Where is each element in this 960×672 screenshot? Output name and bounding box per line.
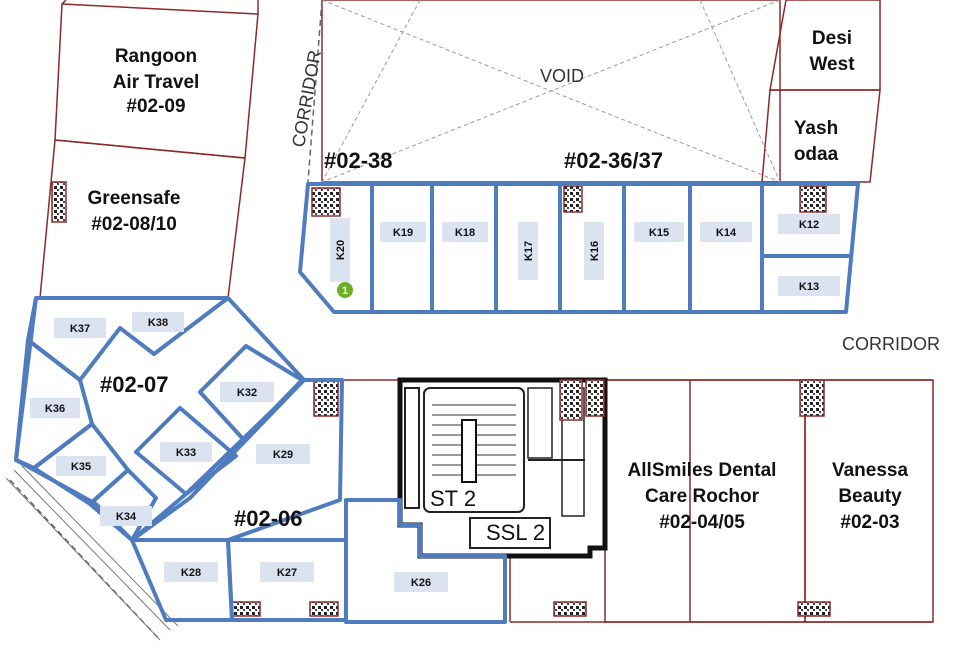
kiosk-labels: K19 K18 K15 K14 K12 K13 K20 K17 K16 K37 … (45, 219, 819, 589)
pillars (51, 181, 831, 617)
vanessa-line-3: #02-03 (840, 512, 899, 533)
greensafe-line-2: #02-08/10 (91, 214, 177, 235)
walls (39, 0, 934, 623)
staircase-core: ST 2 SSL 2 (397, 377, 608, 559)
kiosk-k13[interactable]: K13 (799, 281, 819, 293)
desi-line-2: West (809, 54, 855, 75)
unit-labels: #02-38 #02-36/37 #02-07 #02-06 (100, 148, 663, 531)
left-diagonal-wall (5, 465, 179, 641)
kiosk-k18[interactable]: K18 (455, 227, 475, 239)
void-cross-lines (321, 0, 781, 183)
kiosk-k26[interactable]: K26 (411, 577, 431, 589)
kiosk-k20[interactable]: K20 (335, 240, 347, 260)
kiosk-k36[interactable]: K36 (45, 403, 65, 415)
kiosk-k34[interactable]: K34 (116, 511, 137, 523)
unit-02-07-label: #02-07 (100, 372, 169, 397)
allsmiles-line-3: #02-04/05 (659, 512, 745, 533)
kiosk-k15[interactable]: K15 (649, 227, 669, 239)
corridor-right-label: CORRIDOR (842, 334, 940, 354)
vanessa-line-2: Beauty (838, 486, 902, 507)
kiosk-k12[interactable]: K12 (799, 219, 819, 231)
rangoon-line-1: Rangoon (115, 46, 197, 67)
corridor-left-label: CORRIDOR (288, 49, 325, 149)
kiosk-k38[interactable]: K38 (148, 317, 168, 329)
vanessa-line-1: Vanessa (832, 460, 908, 481)
kiosk-badges (30, 214, 840, 592)
kiosk-k35[interactable]: K35 (71, 461, 91, 473)
kiosk-k19[interactable]: K19 (393, 227, 413, 239)
location-marker[interactable]: 1 (337, 282, 353, 298)
unit-02-06-label: #02-06 (234, 506, 303, 531)
yash-odaa-shop[interactable] (761, 89, 881, 183)
kiosk-outlines (14, 182, 860, 624)
stair-2-label: ST 2 (430, 486, 476, 511)
kiosk-k16[interactable]: K16 (589, 241, 601, 261)
rangoon-line-3: #02-09 (126, 96, 185, 117)
yash-line-2: odaa (794, 144, 839, 165)
ssl-2-label: SSL 2 (486, 520, 545, 545)
location-marker-number: 1 (342, 285, 348, 297)
kiosk-k32[interactable]: K32 (237, 387, 257, 399)
yash-line-1: Yash (794, 118, 838, 139)
kiosk-k29[interactable]: K29 (273, 449, 293, 461)
kiosk-k37[interactable]: K37 (70, 323, 90, 335)
kiosk-k17[interactable]: K17 (523, 241, 535, 261)
rangoon-line-2: Air Travel (113, 72, 200, 93)
kiosk-k14[interactable]: K14 (716, 227, 737, 239)
unit-02-38-label: #02-38 (324, 148, 393, 173)
greensafe-line-1: Greensafe (88, 188, 181, 209)
void-label: VOID (540, 66, 584, 86)
shop-labels: Rangoon Air Travel #02-09 Greensafe #02-… (88, 28, 909, 533)
allsmiles-line-2: Care Rochor (645, 486, 760, 507)
kiosk-k27[interactable]: K27 (277, 567, 297, 579)
unit-02-36-37-label: #02-36/37 (564, 148, 663, 173)
kiosk-k28[interactable]: K28 (181, 567, 201, 579)
kiosk-k33[interactable]: K33 (176, 447, 196, 459)
desi-line-1: Desi (812, 28, 852, 49)
allsmiles-line-1: AllSmiles Dental (628, 460, 777, 481)
